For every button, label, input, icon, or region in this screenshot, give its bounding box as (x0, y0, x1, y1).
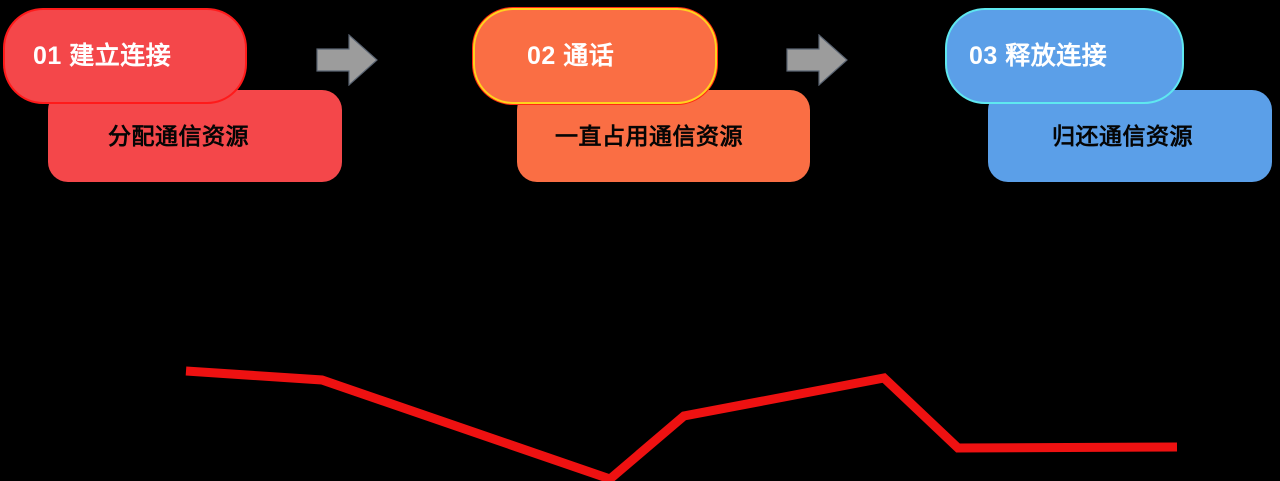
step-02-title-box[interactable]: 02 通话 (475, 10, 715, 102)
step-01-title-label: 01 建立连接 (33, 41, 172, 70)
step-01-detail-label: 分配通信资源 (108, 122, 249, 149)
chart-series-line (185, 366, 1178, 481)
step-02-title-label: 02 通话 (527, 41, 615, 70)
step-02-detail-label: 一直占用通信资源 (555, 122, 743, 149)
arrow-step2-to-step3 (786, 33, 848, 87)
step-03-title-label: 03 释放连接 (969, 41, 1108, 70)
step-03-title-box[interactable]: 03 释放连接 (947, 10, 1182, 102)
step-03-detail-box[interactable]: 归还通信资源 (988, 90, 1272, 182)
step-01-detail-box[interactable]: 分配通信资源 (48, 90, 342, 182)
step-03-detail-label: 归还通信资源 (1052, 122, 1193, 149)
step-01-title-box[interactable]: 01 建立连接 (5, 10, 245, 102)
arrow-step1-to-step2 (316, 33, 378, 87)
step-02-detail-box[interactable]: 一直占用通信资源 (517, 90, 810, 182)
